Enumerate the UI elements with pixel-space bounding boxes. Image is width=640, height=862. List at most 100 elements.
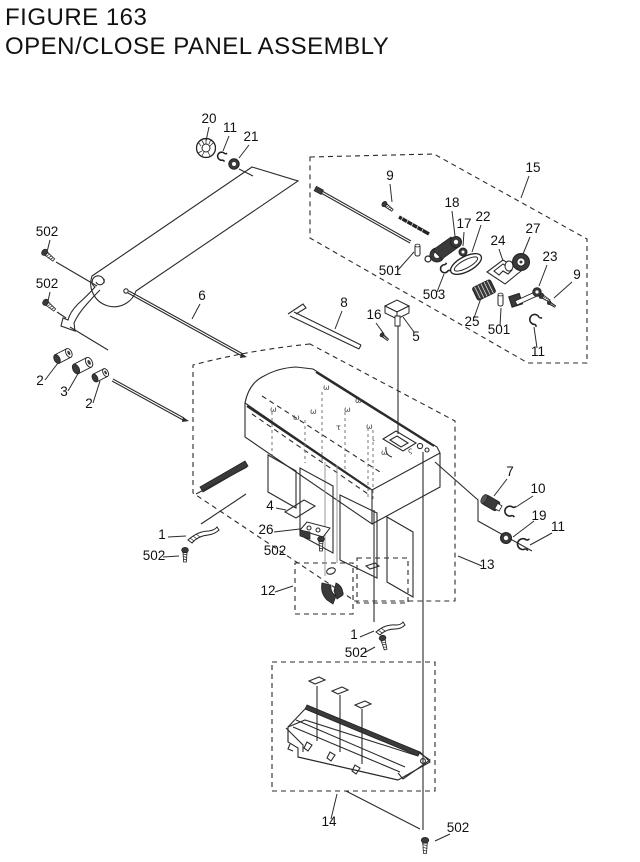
part-spacer-3 <box>70 355 95 376</box>
part-bushing-2a <box>51 346 75 366</box>
callout-label-5: 5 <box>412 329 420 344</box>
part-bushing-2b <box>90 367 111 384</box>
callout-leader-2 <box>45 363 58 380</box>
callout-leader-4 <box>276 508 286 510</box>
screw-502-clamp <box>317 535 325 552</box>
panel-latch-plate <box>383 431 416 457</box>
callout-leader-6 <box>192 304 200 319</box>
callout-label-2: 2 <box>36 373 44 388</box>
callout-leader-15 <box>521 176 529 198</box>
part-clip-503 <box>438 261 452 275</box>
callout-label-503: 503 <box>423 287 446 302</box>
callout-label-7: 7 <box>506 464 514 479</box>
part-bar-8 <box>288 304 361 349</box>
svg-text:ω: ω <box>323 383 330 392</box>
callout-label-2: 2 <box>85 396 93 411</box>
part-clip-11-top <box>215 149 229 163</box>
callout-label-6: 6 <box>198 288 206 303</box>
callout-label-1: 1 <box>158 527 166 542</box>
part-block-5 <box>385 300 409 326</box>
callout-leader-12 <box>275 586 293 592</box>
callout-label-18: 18 <box>444 195 459 210</box>
screw-9-top <box>380 200 395 213</box>
callout-leader-502 <box>435 834 450 841</box>
callout-leader-19 <box>513 521 534 537</box>
callout-leader-13 <box>458 556 482 566</box>
callout-leader-502 <box>163 556 179 557</box>
svg-text:ω: ω <box>310 407 317 416</box>
callout-leader-7 <box>494 479 507 496</box>
callout-leader-11 <box>223 136 229 151</box>
callout-label-9: 9 <box>386 168 394 183</box>
callout-label-11: 11 <box>551 519 565 534</box>
callout-label-502: 502 <box>264 543 287 558</box>
region-center-boundary <box>193 344 455 601</box>
part-clip-10 <box>502 503 519 519</box>
callout-label-24: 24 <box>490 233 506 248</box>
callout-leader-1 <box>168 536 186 537</box>
callout-leader-10 <box>516 496 533 507</box>
callout-label-8: 8 <box>340 295 348 310</box>
part-pin-501a <box>415 244 420 256</box>
callout-leader-18 <box>452 211 455 236</box>
callout-leader-21 <box>239 145 249 158</box>
thin-rod-lower <box>112 379 189 422</box>
figure-number: FIGURE 163 <box>5 4 148 31</box>
callout-label-27: 27 <box>525 221 540 236</box>
panel-top-strip <box>91 167 298 307</box>
callout-label-501: 501 <box>379 263 402 278</box>
rubber-strip <box>196 461 248 494</box>
svg-text:ω: ω <box>270 405 277 414</box>
callout-leader-8 <box>335 311 342 329</box>
callout-leader-25 <box>474 298 481 318</box>
callout-leader-9 <box>390 184 392 202</box>
callout-label-501: 501 <box>488 322 511 337</box>
screw-502-mid-left <box>40 297 66 318</box>
part-tab-oval <box>366 563 379 569</box>
part-arm-1-bottom <box>376 622 405 635</box>
callout-label-11: 11 <box>223 120 237 135</box>
part-belt-22 <box>447 249 484 278</box>
callout-label-3: 3 <box>60 384 68 399</box>
part-pad-4 <box>285 500 315 518</box>
leader-to-bottom-screw <box>346 791 420 829</box>
part-spring-16 <box>378 331 390 342</box>
part-rod-6 <box>124 289 247 358</box>
title-block: FIGURE 163 OPEN/CLOSE PANEL ASSEMBLY <box>5 4 389 62</box>
screws-9-right <box>537 292 557 309</box>
callout-leader-1 <box>360 631 374 637</box>
callout-leader-17 <box>463 232 464 246</box>
callout-label-21: 21 <box>243 129 258 144</box>
callout-label-25: 25 <box>464 314 479 329</box>
callout-leader-23 <box>539 265 547 286</box>
screw-502-arm-left <box>181 546 189 563</box>
panel-sub-sheets <box>268 455 413 597</box>
callout-leader-503 <box>437 274 444 292</box>
callout-label-502: 502 <box>36 276 59 291</box>
callout-leader-22 <box>472 225 481 252</box>
callout-label-502: 502 <box>345 645 368 660</box>
region-inner-boundary <box>357 558 408 603</box>
callout-label-26: 26 <box>258 522 273 537</box>
callout-label-17: 17 <box>456 216 471 231</box>
region-14-boundary <box>272 662 435 791</box>
part-ring-21 <box>229 159 253 176</box>
part-knob-27 <box>505 254 530 272</box>
callout-leader-16 <box>376 323 384 334</box>
svg-text:ς: ς <box>408 446 413 455</box>
panel-droplines <box>272 392 373 576</box>
callout-leader-502 <box>47 240 50 252</box>
tray-pads <box>309 677 371 764</box>
svg-text:τ: τ <box>336 423 341 432</box>
callout-leader-3 <box>68 372 79 391</box>
part-clip-11-right <box>526 310 544 328</box>
screw-502-top-left <box>39 247 97 286</box>
callout-leader-501 <box>398 252 414 270</box>
callout-leader-501 <box>500 308 501 326</box>
region-12-boundary <box>295 563 353 614</box>
svg-text:ω: ω <box>381 448 388 457</box>
threaded-shaft-18 <box>399 217 429 234</box>
region-15-boundary <box>310 154 587 363</box>
